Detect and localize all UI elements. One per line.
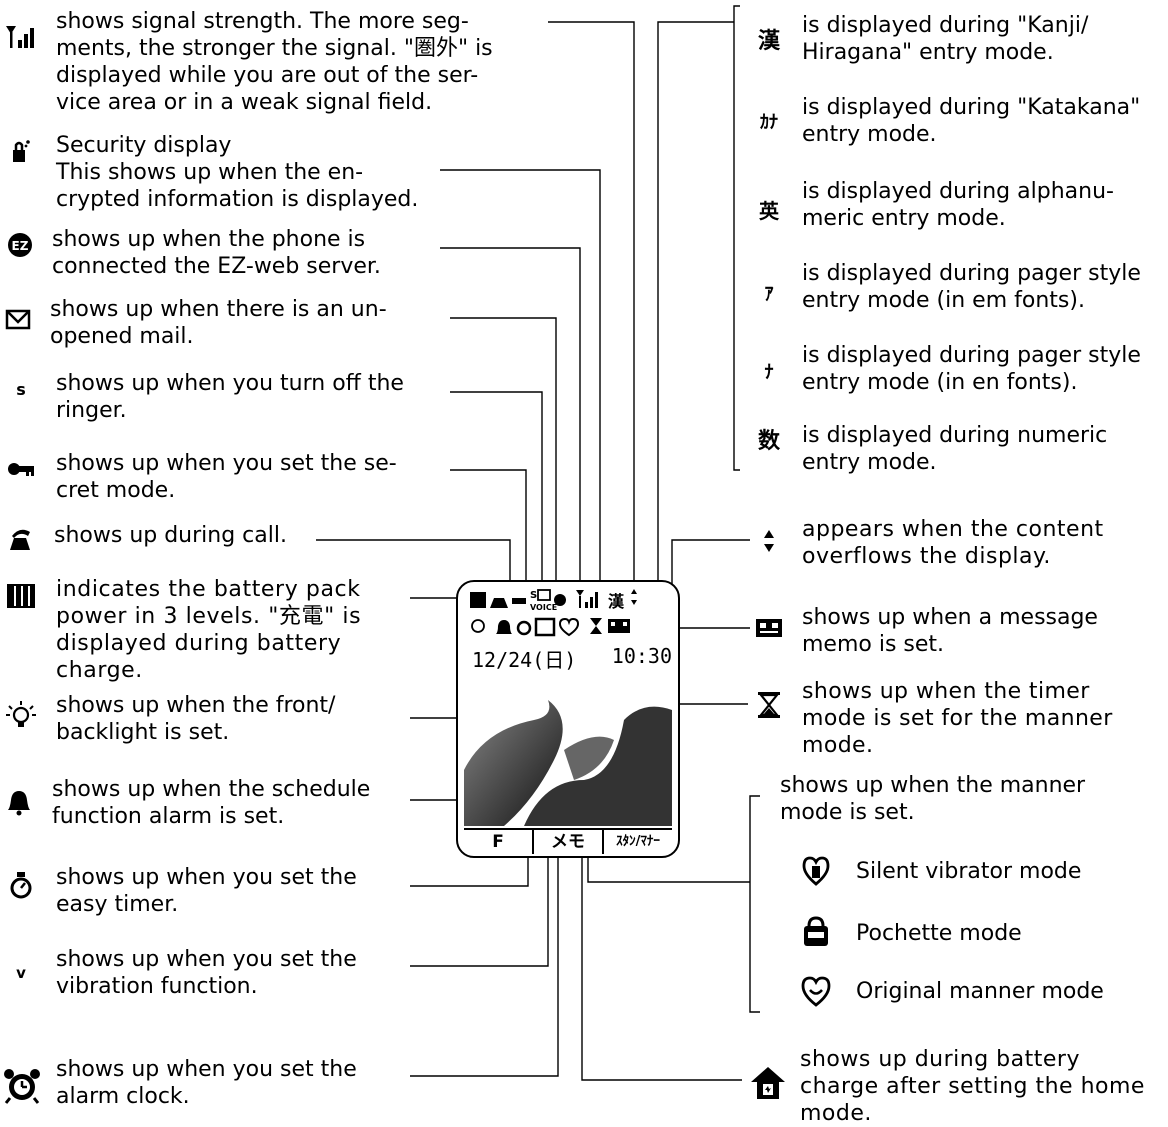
silent-vibrator-icon [798,854,834,888]
signal-strength-icon [4,22,38,52]
scroll-arrows-icon [752,526,786,556]
manner-mode-title: shows up when the manner mode is set. [780,773,1086,825]
backlight-icon [4,700,38,730]
secret-mode-key-icon [4,454,38,484]
kanji-mode-icon: 漢 [757,29,780,54]
hourglass-timer-icon [752,690,786,720]
schedule-alarm-bell-icon [2,786,36,816]
katakana-mode-icon: ｶﾅ [760,112,778,133]
softkey-manner[interactable]: ｽﾀﾝ/ﾏﾅｰ [616,834,660,849]
easy-timer-icon [4,870,38,900]
signal-strength-desc: shows signal strength. The more seg- men… [56,9,493,115]
mail-icon [2,304,36,334]
home-mode-desc: shows up during battery charge after set… [800,1047,1145,1126]
phone-clock-row: 12/24(日) 10:30 [472,644,672,672]
schedule-alarm-desc: shows up when the schedule function alar… [52,777,371,829]
phone-display: S VOICE 漢 12/24(日) 10:30 [456,580,680,858]
alphanumeric-mode-icon: 英 [759,198,779,223]
hourglass-timer-desc: shows up when the timer mode is set for … [802,679,1113,758]
svg-text:S: S [530,590,537,601]
pager-em-mode-desc: is displayed during pager style entry mo… [802,261,1141,313]
svg-text:漢: 漢 [608,592,625,611]
message-memo-icon [752,612,786,642]
ez-web-desc: shows up when the phone is connected the… [52,227,381,279]
kanji-mode-desc: is displayed during "Kanji/ Hiragana" en… [802,13,1089,65]
phone-indicator-row [468,616,672,638]
in-call-icon [4,524,38,554]
alarm-clock-icon [2,1068,42,1104]
phone-softkey-bar: F メモ ｽﾀﾝ/ﾏﾅｰ [464,828,672,854]
message-memo-desc: shows up when a message memo is set. [802,605,1098,657]
pochette-icon [798,916,834,950]
secret-mode-desc: shows up when you set the se- cret mode. [56,451,397,503]
softkey-memo[interactable]: メモ [534,830,604,854]
backlight-desc: shows up when the front/ backlight is se… [56,693,336,745]
phone-status-bar: S VOICE 漢 [468,586,672,612]
pager-en-mode-icon: ﾅ [764,362,774,383]
scroll-arrows-desc: appears when the content overflows the d… [802,517,1104,569]
in-call-desc: shows up during call. [54,523,287,548]
ez-web-icon: EZ [4,230,38,260]
numeric-mode-desc: is displayed during numeric entry mode. [802,423,1108,475]
home-mode-icon [748,1064,788,1102]
ringer-off-icon: s [16,379,26,399]
vibration-icon: v [16,964,26,982]
alarm-clock-desc: shows up when you set the alarm clock. [56,1057,357,1109]
easy-timer-desc: shows up when you set the easy timer. [56,865,357,917]
security-icon [4,136,38,166]
mail-desc: shows up when there is an un- opened mai… [50,297,387,349]
softkey-f[interactable]: F [464,830,534,854]
phone-clock-time: 10:30 [611,644,672,668]
vibration-desc: shows up when you set the vibration func… [56,947,357,999]
phone-clock-date: 12/24(日) [472,648,577,672]
battery-icon [4,580,38,610]
svg-text:EZ: EZ [12,239,29,253]
phone-wallpaper-image [464,690,672,826]
pager-em-mode-icon: ｱ [764,284,774,305]
pager-en-mode-desc: is displayed during pager style entry mo… [802,343,1141,395]
ringer-off-desc: shows up when you turn off the ringer. [56,371,404,423]
original-manner-icon [798,974,834,1008]
pochette-label: Pochette mode [856,921,1022,946]
security-desc: Security display This shows up when the … [56,133,419,212]
alphanumeric-mode-desc: is displayed during alphanu- meric entry… [802,179,1114,231]
svg-text:VOICE: VOICE [530,603,557,612]
silent-vibrator-label: Silent vibrator mode [856,859,1082,884]
original-manner-label: Original manner mode [856,979,1104,1004]
numeric-mode-icon: 数 [757,429,780,454]
battery-desc: indicates the battery pack power in 3 le… [56,577,362,683]
katakana-mode-desc: is displayed during "Katakana" entry mod… [802,95,1141,147]
